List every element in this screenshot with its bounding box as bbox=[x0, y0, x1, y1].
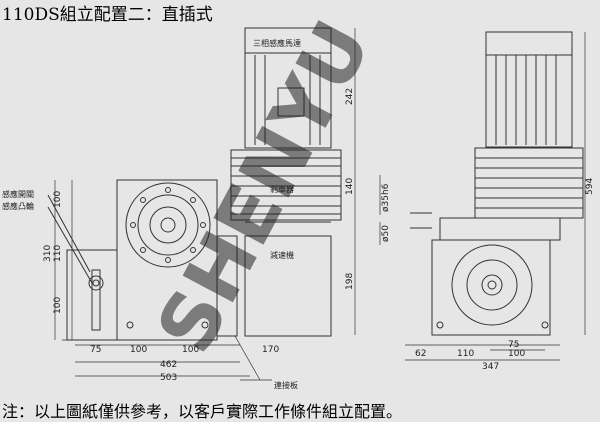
reducer-body bbox=[244, 235, 332, 337]
brake-body bbox=[230, 149, 342, 221]
motor-body bbox=[244, 27, 332, 149]
dim-75-right: 75 bbox=[508, 340, 519, 350]
right-indexer-body bbox=[431, 239, 551, 336]
output-disc bbox=[125, 182, 211, 268]
page-title: 110DS組立配置二：直插式 bbox=[2, 5, 213, 25]
dim-347: 347 bbox=[482, 362, 499, 372]
connector-label: 連接板 bbox=[274, 380, 298, 390]
dim-140: 140 bbox=[345, 178, 355, 195]
motor-label: 三相感應馬達 bbox=[253, 38, 301, 48]
sensor-switch-label: 感應開關 bbox=[2, 189, 34, 199]
right-output-disc bbox=[451, 244, 533, 326]
reducer-label: 減速機 bbox=[270, 250, 294, 260]
right-motor-body bbox=[485, 31, 573, 148]
dim-110: 110 bbox=[53, 245, 63, 262]
sensor-cam-shaft bbox=[91, 269, 101, 331]
connector-flange bbox=[216, 235, 238, 337]
left-motor-assembly bbox=[230, 27, 342, 337]
dim-100-top: 100 bbox=[53, 191, 63, 208]
dim-50: ø50 bbox=[381, 225, 391, 242]
sensor-cam-label: 感應凸輪 bbox=[2, 201, 34, 211]
dim-110-right: 110 bbox=[457, 349, 474, 359]
footnote: 注：以上圖紙僅供參考，以客戶實際工作條件組立配置。 bbox=[2, 402, 403, 421]
dim-100-a: 100 bbox=[130, 345, 147, 355]
dim-75: 75 bbox=[90, 345, 101, 355]
dim-198: 198 bbox=[345, 273, 355, 290]
left-dimensions bbox=[54, 28, 356, 381]
dim-462: 462 bbox=[160, 360, 177, 370]
dim-242: 242 bbox=[345, 88, 355, 105]
right-dimensions bbox=[379, 32, 586, 361]
dim-100-right: 100 bbox=[508, 349, 525, 359]
dim-100-b: 100 bbox=[182, 345, 199, 355]
dim-62: 62 bbox=[415, 349, 426, 359]
sensor-cam bbox=[88, 275, 104, 291]
left-view bbox=[47, 179, 238, 341]
right-view bbox=[410, 31, 584, 336]
dim-310: 310 bbox=[43, 245, 53, 262]
dim-170: 170 bbox=[262, 345, 279, 355]
dim-100-bottom: 100 bbox=[53, 297, 63, 314]
brake-label: 剎車器 bbox=[270, 184, 294, 194]
dim-594: 594 bbox=[585, 178, 595, 195]
dim-35h6: ø35h6 bbox=[381, 183, 391, 212]
dim-503: 503 bbox=[160, 373, 177, 383]
